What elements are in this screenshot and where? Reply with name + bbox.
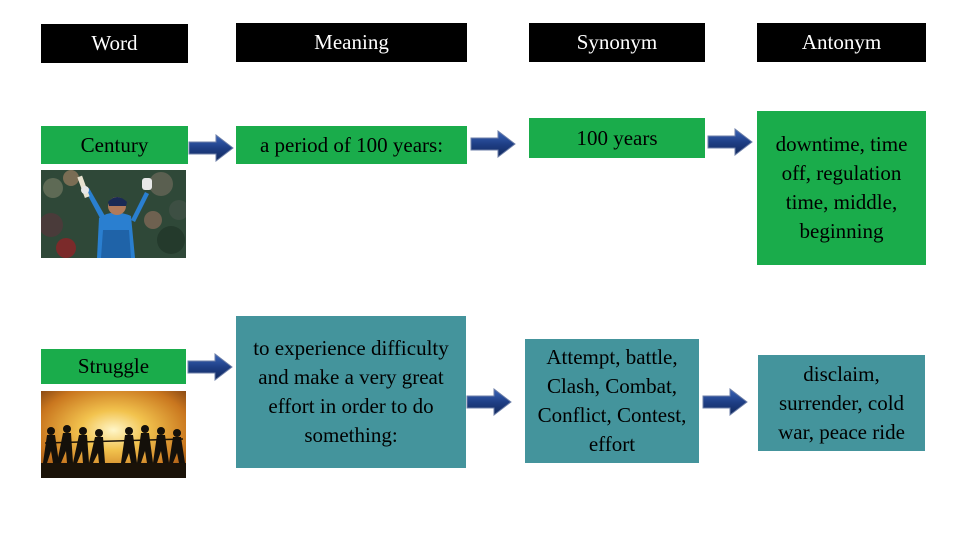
header-word: Word [41,24,188,63]
arrow-right-icon [187,353,233,381]
arrow-right-icon [707,128,753,156]
header-antonym: Antonym [757,23,926,62]
meaning-struggle: to experience difficulty and make a very… [236,316,466,468]
arrow-right-icon [702,388,748,416]
word-century: Century [41,126,188,164]
antonym-century: downtime, time off, regulation time, mid… [757,111,926,265]
cricket-player-celebrating-photo [41,170,186,258]
header-synonym: Synonym [529,23,705,62]
arrow-right-icon [188,134,234,162]
synonym-struggle: Attempt, battle, Clash, Combat, Conflict… [525,339,699,463]
synonym-century: 100 years [529,118,705,158]
antonym-struggle: disclaim, surrender, cold war, peace rid… [758,355,925,451]
meaning-century: a period of 100 years: [236,126,467,164]
tug-of-war-silhouette-photo [41,391,186,478]
arrow-right-icon [470,130,516,158]
header-meaning: Meaning [236,23,467,62]
word-struggle: Struggle [41,349,186,384]
arrow-right-icon [466,388,512,416]
